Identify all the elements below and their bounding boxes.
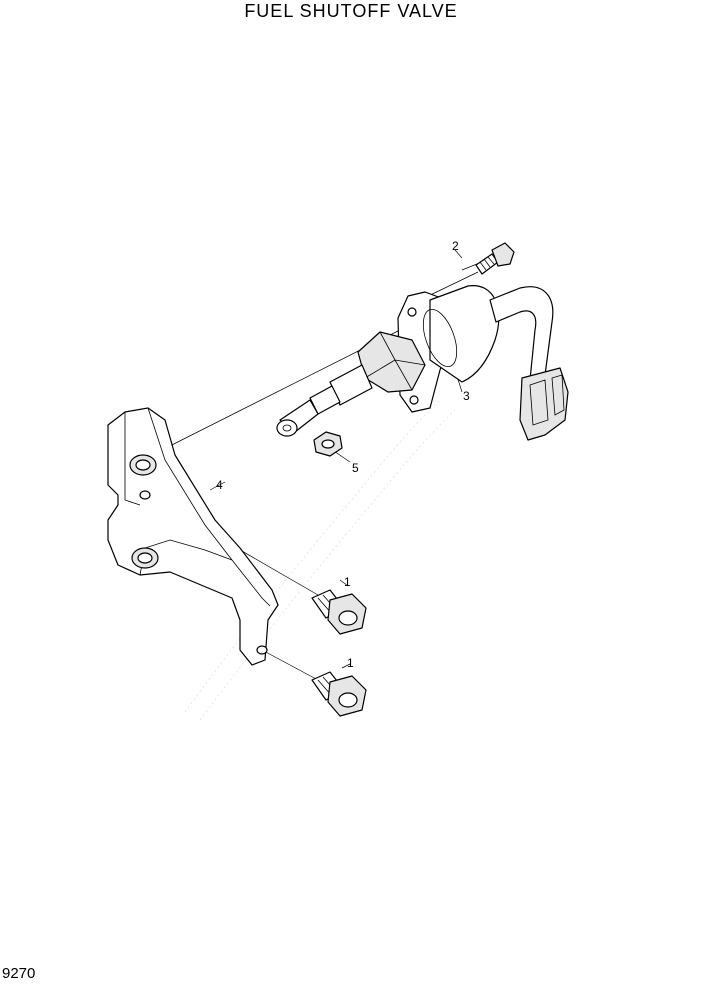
lock-nut [313,431,343,457]
callout-nut: 5 [352,461,359,475]
mounting-bracket [107,407,279,666]
callout-bolt-upper: 1 [344,575,351,589]
callout-bolt-lower: 1 [347,656,354,670]
bolt-lower [311,671,367,717]
fuel-shutoff-solenoid [276,285,569,441]
bolt-top [475,242,515,275]
bolt-upper [311,589,367,635]
callout-bracket: 4 [216,478,223,492]
callout-bolt-top: 2 [452,239,459,253]
page-number: 9270 [2,965,36,982]
page-title: FUEL SHUTOFF VALVE [244,1,458,21]
callout-solenoid: 3 [463,389,470,403]
watermark [184,399,456,721]
